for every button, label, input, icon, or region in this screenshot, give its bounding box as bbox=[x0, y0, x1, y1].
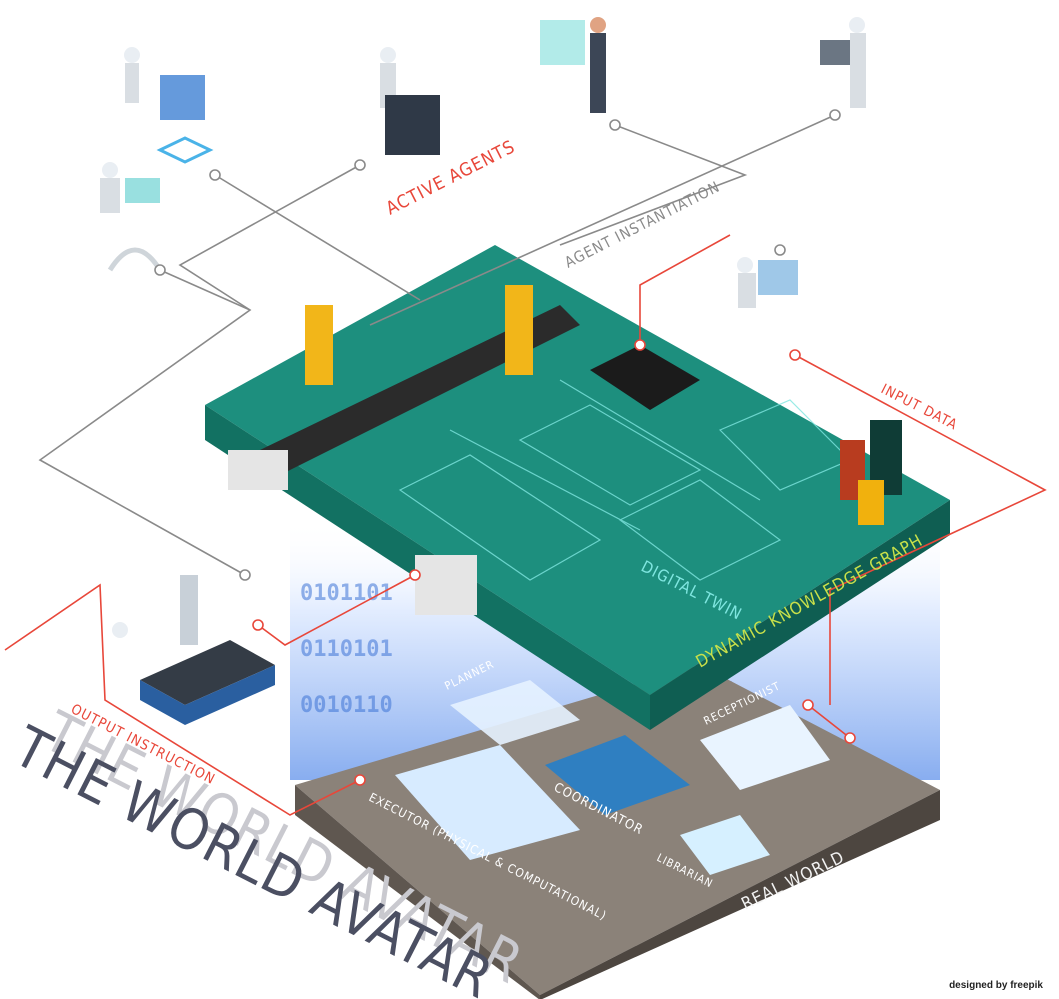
planner-zone bbox=[450, 680, 580, 745]
connector-dots-red bbox=[252, 339, 856, 786]
connector-dot-red bbox=[844, 732, 856, 744]
conveyor-belt bbox=[260, 305, 580, 475]
librarian-zone bbox=[680, 815, 770, 875]
connector-dot-red bbox=[354, 774, 366, 786]
connector-dot-red bbox=[252, 619, 264, 631]
agent-presenter bbox=[540, 17, 606, 113]
board-side-right bbox=[650, 500, 950, 730]
agent-robot-output bbox=[112, 575, 275, 725]
wire-red bbox=[257, 574, 416, 646]
agent-instantiation-label: AGENT INSTANTIATION bbox=[562, 178, 723, 272]
connector-dot-red bbox=[409, 569, 421, 581]
wire-red bbox=[639, 234, 731, 345]
connector-dot bbox=[829, 109, 841, 121]
agent-robot-input bbox=[737, 257, 798, 308]
ground-side-left bbox=[295, 785, 540, 999]
binary-line: 0110101 bbox=[300, 637, 393, 662]
agents bbox=[100, 17, 866, 725]
connector-dot-red bbox=[634, 339, 646, 351]
robot-arm-right bbox=[505, 285, 533, 375]
binary-line: 0010110 bbox=[300, 693, 393, 718]
coordinator-zone bbox=[545, 735, 690, 815]
real-world-slab bbox=[295, 665, 940, 999]
wire bbox=[559, 124, 748, 246]
agent-robot-lab bbox=[380, 47, 440, 155]
capacitor bbox=[858, 480, 884, 525]
wires bbox=[4, 114, 1047, 816]
executor-zone bbox=[395, 745, 580, 860]
connector-dot-red bbox=[802, 699, 814, 711]
connector-dot bbox=[609, 119, 621, 131]
connector-dot bbox=[354, 159, 366, 171]
port-connector bbox=[415, 555, 477, 615]
connector-dot bbox=[774, 244, 786, 256]
wire-red bbox=[4, 583, 361, 816]
connector-dot bbox=[239, 569, 251, 581]
port-connector bbox=[228, 450, 288, 490]
agent-robot-desk bbox=[100, 162, 163, 272]
connector-dot-red bbox=[789, 349, 801, 361]
wire bbox=[159, 269, 251, 311]
wire bbox=[369, 114, 836, 326]
wire bbox=[214, 174, 421, 301]
agent-robot-cubes bbox=[124, 47, 214, 164]
connector-dot bbox=[209, 169, 221, 181]
connector-dot bbox=[154, 264, 166, 276]
wire-red bbox=[794, 354, 1047, 705]
connector-dots bbox=[154, 109, 841, 581]
knowledge-graph-board bbox=[205, 245, 950, 730]
cpu-chip bbox=[590, 345, 700, 410]
robot-arm-left bbox=[305, 305, 333, 385]
board-top bbox=[205, 245, 950, 695]
credit: designed by freepik bbox=[949, 980, 1043, 991]
wire-red bbox=[807, 704, 851, 739]
ground-side-right bbox=[540, 790, 940, 999]
binary-line: 0101101 bbox=[300, 581, 393, 606]
receptionist-zone bbox=[700, 705, 830, 790]
agent-robot-camera bbox=[820, 17, 866, 108]
